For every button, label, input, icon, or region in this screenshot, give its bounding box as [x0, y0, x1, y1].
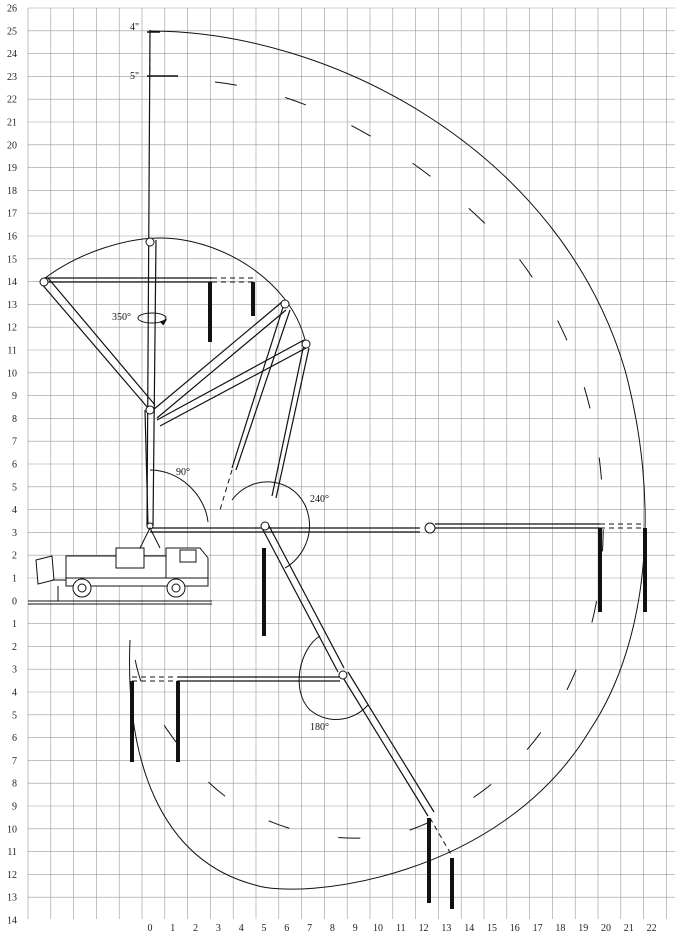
y-tick-label: 20: [7, 140, 17, 151]
y-tick-label: 6: [12, 460, 17, 471]
x-tick-label: 9: [353, 923, 358, 934]
x-tick-label: 5: [262, 923, 267, 934]
x-tick-label: 14: [464, 923, 474, 934]
x-tick-label: 11: [396, 923, 406, 934]
y-tick-label: 26: [7, 4, 17, 15]
x-tick-label: 1: [170, 923, 175, 934]
y-tick-label: 12: [7, 323, 17, 334]
y-tick-label: 3: [12, 528, 17, 539]
x-tick-label: 15: [487, 923, 497, 934]
x-tick-label: 10: [373, 923, 383, 934]
y-tick-label: 10: [7, 824, 17, 835]
y-tick-label: 14: [7, 277, 17, 288]
y-tick-label: 5: [12, 710, 17, 721]
x-tick-label: 8: [330, 923, 335, 934]
y-tick-label: 7: [12, 437, 17, 448]
x-tick-label: 4: [239, 923, 244, 934]
dashed-extensions: [132, 30, 645, 857]
y-tick-label: 0: [12, 596, 17, 607]
y-tick-label: 12: [7, 870, 17, 881]
x-tick-label: 22: [647, 923, 657, 934]
y-tick-label: 13: [7, 300, 17, 311]
y-tick-label: 10: [7, 368, 17, 379]
third-arm-arc: [298, 635, 369, 720]
first-arm-arc: [149, 469, 209, 523]
y-tick-label: 2: [12, 551, 17, 562]
tip-second-label: 5": [130, 71, 139, 82]
angle-third-arm-label: 180°: [310, 722, 329, 733]
y-tick-label: 17: [7, 209, 17, 220]
y-tick-label: 14: [7, 916, 17, 927]
x-tick-label: 0: [148, 923, 153, 934]
x-tick-label: 17: [533, 923, 543, 934]
y-tick-label: 15: [7, 254, 17, 265]
concrete-pump-truck-icon: [35, 526, 209, 601]
grid: [27, 7, 675, 919]
second-arm-arc: [231, 481, 310, 569]
y-tick-label: 16: [7, 232, 17, 243]
rotation-arrow-icon: [137, 312, 168, 326]
tick-labels: 2625242322212019181716151413121110987654…: [7, 4, 657, 935]
tip-top-label: 4": [130, 22, 139, 33]
y-tick-label: 5: [12, 482, 17, 493]
x-tick-label: 6: [284, 923, 289, 934]
x-tick-label: 12: [419, 923, 429, 934]
y-tick-label: 1: [12, 574, 17, 585]
y-tick-label: 4: [12, 688, 17, 699]
y-tick-label: 11: [7, 847, 17, 858]
slew-angle-label: 350°: [112, 312, 131, 323]
upper-reach-arc: [39, 237, 306, 341]
angle-second-arm-label: 240°: [310, 494, 329, 505]
y-tick-label: 19: [7, 163, 17, 174]
y-tick-label: 7: [12, 756, 17, 767]
y-tick-label: 24: [7, 49, 17, 60]
outer-reach-arc: [129, 30, 646, 890]
y-tick-label: 18: [7, 186, 17, 197]
inner-reach-dashes: [132, 81, 604, 839]
y-tick-label: 6: [12, 733, 17, 744]
y-tick-label: 11: [7, 346, 17, 357]
x-tick-label: 19: [578, 923, 588, 934]
x-tick-label: 18: [555, 923, 565, 934]
knuckle-joints: [39, 237, 436, 680]
x-tick-label: 7: [307, 923, 312, 934]
x-tick-label: 16: [510, 923, 520, 934]
y-tick-label: 21: [7, 118, 17, 129]
end-hoses: [130, 282, 647, 909]
y-tick-label: 9: [12, 802, 17, 813]
angle-first-arm-label: 90°: [176, 467, 190, 478]
ground: [28, 600, 212, 605]
tip-markers: [147, 31, 178, 77]
y-tick-label: 23: [7, 72, 17, 83]
y-tick-label: 9: [12, 391, 17, 402]
y-tick-label: 2: [12, 642, 17, 653]
y-tick-label: 13: [7, 893, 17, 904]
x-tick-label: 13: [441, 923, 451, 934]
y-tick-label: 3: [12, 665, 17, 676]
y-tick-label: 4: [12, 505, 17, 516]
x-tick-label: 2: [193, 923, 198, 934]
x-tick-label: 21: [624, 923, 634, 934]
y-tick-label: 1: [12, 619, 17, 630]
y-tick-label: 8: [12, 414, 17, 425]
y-tick-label: 25: [7, 26, 17, 37]
y-tick-label: 22: [7, 95, 17, 106]
y-tick-label: 8: [12, 779, 17, 790]
reach-envelope: [39, 30, 646, 890]
x-tick-label: 3: [216, 923, 221, 934]
x-tick-label: 20: [601, 923, 611, 934]
booms: [39, 29, 600, 817]
